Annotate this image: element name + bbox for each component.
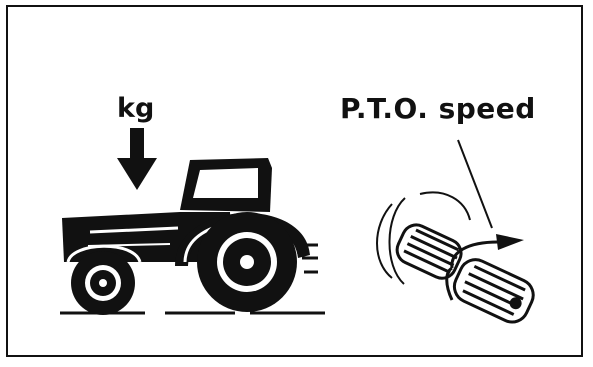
- rotation-arrow-icon: [445, 234, 524, 301]
- pto-shaft-icon: [376, 191, 535, 324]
- pto-pointer-line: [457, 139, 493, 229]
- weight-label: kg: [117, 93, 155, 124]
- weight-arrow-icon: [117, 128, 157, 190]
- pto-speed-label: P.T.O. speed: [340, 92, 536, 125]
- tractor-icon: [62, 158, 318, 315]
